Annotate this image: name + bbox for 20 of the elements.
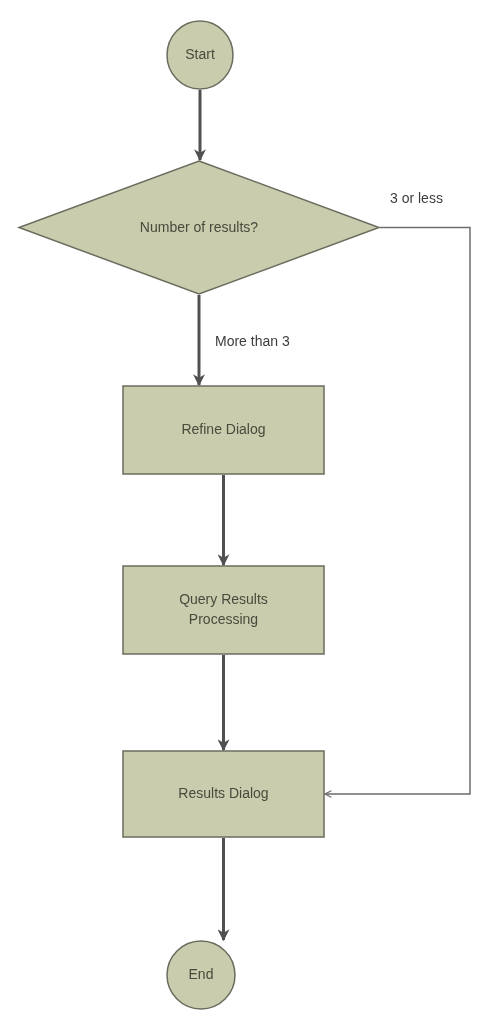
node-label: Start <box>185 45 215 65</box>
arrow <box>217 475 230 567</box>
node-label: Refine Dialog <box>181 420 266 440</box>
arrow <box>324 226 471 798</box>
process-box <box>122 750 325 838</box>
node-label: Results Dialog <box>178 784 269 804</box>
process-box <box>122 565 325 655</box>
node-label: Number of results? <box>139 217 259 237</box>
arrow <box>193 295 205 387</box>
terminal-ellipse <box>166 940 236 1010</box>
edge-label: 3 or less <box>388 189 445 206</box>
node-label: End <box>188 965 214 985</box>
edge-label: More than 3 <box>213 333 292 349</box>
arrow <box>217 655 230 752</box>
arrow <box>217 838 230 942</box>
decision-diamond <box>18 160 380 295</box>
arrow <box>194 90 206 162</box>
process-box <box>122 385 325 475</box>
terminal-ellipse <box>166 20 234 90</box>
node-label: Query Results Processing <box>178 590 269 629</box>
